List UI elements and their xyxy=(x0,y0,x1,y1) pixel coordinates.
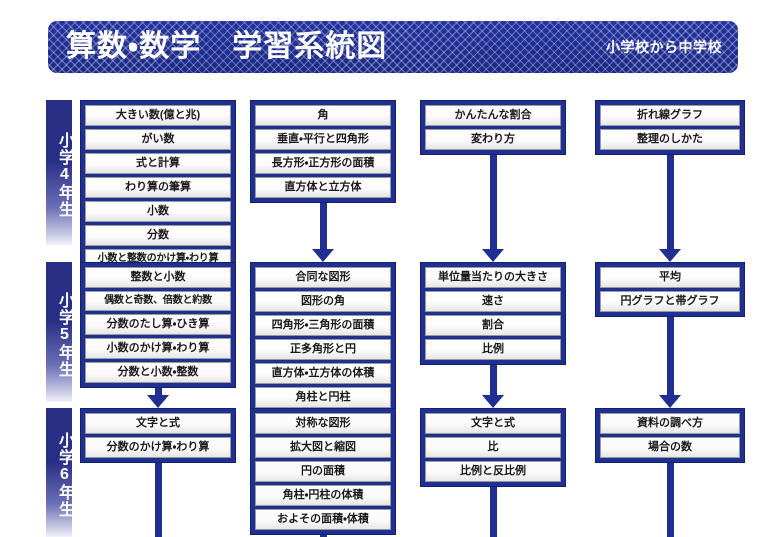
topic-item[interactable]: 円の面積 xyxy=(255,461,391,482)
connector-arrow-numbers-and-calculation-r1 xyxy=(147,395,169,408)
page-title: 算数・数学 学習系統図 xyxy=(66,30,388,63)
connector-arrow-quantitative-relations-r1 xyxy=(482,395,504,408)
connector-line-data-handling-bottom xyxy=(666,463,674,537)
topic-item[interactable]: 直方体・立方体の体積 xyxy=(255,363,391,384)
topic-item[interactable]: 分数のたし算・ひき算 xyxy=(85,314,231,335)
topic-item[interactable]: 拡大図と縮図 xyxy=(255,437,391,458)
grade-tab-grade-4: 小学4年生 xyxy=(46,100,73,245)
topic-item[interactable]: 円グラフと帯グラフ xyxy=(600,291,740,312)
topic-item[interactable]: 長方形・正方形の面積 xyxy=(255,153,391,174)
connector-arrow-data-handling-r0 xyxy=(659,249,681,262)
topic-item[interactable]: 角柱と円柱 xyxy=(255,387,391,408)
topic-item[interactable]: 比例と反比例 xyxy=(425,461,561,482)
topic-group-data-handling-grade5: 平均円グラフと帯グラフ xyxy=(595,262,745,317)
grade-tab-grade-6: 小学6年生 xyxy=(46,408,73,537)
grade-tab-grade-5: 小学5年生 xyxy=(46,262,73,402)
topic-item[interactable]: 小数 xyxy=(85,201,231,222)
topic-group-data-handling-grade4: 折れ線グラフ整理のしかた xyxy=(595,100,745,155)
topic-item[interactable]: 分数 xyxy=(85,225,231,246)
topic-group-numbers-and-calculation-grade4: 大きい数(億と兆)がい数式と計算わり算の筆算小数分数小数と整数のかけ算・わり算 xyxy=(80,100,236,274)
topic-item[interactable]: 式と計算 xyxy=(85,153,231,174)
connector-arrow-quantitative-relations-r0 xyxy=(482,249,504,262)
topic-group-figures-and-measurement-grade5: 合同な図形図形の角四角形・三角形の面積正多角形と円直方体・立方体の体積角柱と円柱 xyxy=(250,262,396,413)
topic-item[interactable]: 図形の角 xyxy=(255,291,391,312)
connector-line-quantitative-relations-bottom xyxy=(489,487,497,537)
topic-item[interactable]: 垂直・平行と四角形 xyxy=(255,129,391,150)
topic-item[interactable]: 合同な図形 xyxy=(255,267,391,288)
topic-item[interactable]: 平均 xyxy=(600,267,740,288)
topic-group-numbers-and-calculation-grade5: 整数と小数偶数と奇数、倍数と約数分数のたし算・ひき算小数のかけ算・わり算分数と小… xyxy=(80,262,236,388)
topic-item[interactable]: 整数と小数 xyxy=(85,267,231,288)
topic-item[interactable]: 大きい数(億と兆) xyxy=(85,105,231,126)
connector-line-quantitative-relations-r1 xyxy=(489,365,497,396)
topic-item[interactable]: 小数のかけ算・わり算 xyxy=(85,338,231,359)
topic-item[interactable]: 変わり方 xyxy=(425,129,561,150)
topic-item[interactable]: およその面積・体積 xyxy=(255,509,391,530)
topic-item[interactable]: 偶数と奇数、倍数と約数 xyxy=(85,291,231,311)
topic-item[interactable]: 分数と小数・整数 xyxy=(85,362,231,383)
topic-item[interactable]: わり算の筆算 xyxy=(85,177,231,198)
topic-group-data-handling-grade6: 資料の調べ方場合の数 xyxy=(595,408,745,463)
topic-item[interactable]: 折れ線グラフ xyxy=(600,105,740,126)
header-banner: 算数・数学 学習系統図 小学校から中学校 xyxy=(48,21,738,73)
topic-item[interactable]: かんたんな割合 xyxy=(425,105,561,126)
topic-item[interactable]: 速さ xyxy=(425,291,561,312)
topic-group-quantitative-relations-grade6: 文字と式比比例と反比例 xyxy=(420,408,566,487)
topic-item[interactable]: 分数のかけ算・わり算 xyxy=(85,437,231,458)
connector-line-quantitative-relations-r0 xyxy=(489,155,497,250)
connector-line-figures-and-measurement-bottom xyxy=(319,535,327,537)
topic-item[interactable]: 比 xyxy=(425,437,561,458)
topic-group-quantitative-relations-grade5: 単位量当たりの大きさ速さ割合比例 xyxy=(420,262,566,365)
topic-group-quantitative-relations-grade4: かんたんな割合変わり方 xyxy=(420,100,566,155)
topic-item[interactable]: 直方体と立方体 xyxy=(255,177,391,198)
connector-arrow-data-handling-r1 xyxy=(659,395,681,408)
topic-item[interactable]: がい数 xyxy=(85,129,231,150)
topic-item[interactable]: 文字と式 xyxy=(85,413,231,434)
topic-item[interactable]: 整理のしかた xyxy=(600,129,740,150)
topic-item[interactable]: 文字と式 xyxy=(425,413,561,434)
connector-line-numbers-and-calculation-r1 xyxy=(154,388,162,396)
topic-item[interactable]: 四角形・三角形の面積 xyxy=(255,315,391,336)
connector-line-data-handling-r0 xyxy=(666,155,674,250)
topic-item[interactable]: 単位量当たりの大きさ xyxy=(425,267,561,288)
connector-line-data-handling-r1 xyxy=(666,317,674,396)
connector-line-figures-and-measurement-r0 xyxy=(319,203,327,250)
connector-line-numbers-and-calculation-bottom xyxy=(154,463,162,537)
topic-item[interactable]: 比例 xyxy=(425,339,561,360)
topic-item[interactable]: 正多角形と円 xyxy=(255,339,391,360)
topic-item[interactable]: 対称な図形 xyxy=(255,413,391,434)
topic-item[interactable]: 場合の数 xyxy=(600,437,740,458)
topic-item[interactable]: 資料の調べ方 xyxy=(600,413,740,434)
topic-item[interactable]: 割合 xyxy=(425,315,561,336)
topic-item[interactable]: 角 xyxy=(255,105,391,126)
header-subtitle: 小学校から中学校 xyxy=(606,39,722,55)
connector-arrow-figures-and-measurement-r0 xyxy=(312,249,334,262)
topic-group-figures-and-measurement-grade6: 対称な図形拡大図と縮図円の面積角柱・円柱の体積およその面積・体積 xyxy=(250,408,396,535)
topic-group-figures-and-measurement-grade4: 角垂直・平行と四角形長方形・正方形の面積直方体と立方体 xyxy=(250,100,396,203)
topic-group-numbers-and-calculation-grade6: 文字と式分数のかけ算・わり算 xyxy=(80,408,236,463)
topic-item[interactable]: 角柱・円柱の体積 xyxy=(255,485,391,506)
